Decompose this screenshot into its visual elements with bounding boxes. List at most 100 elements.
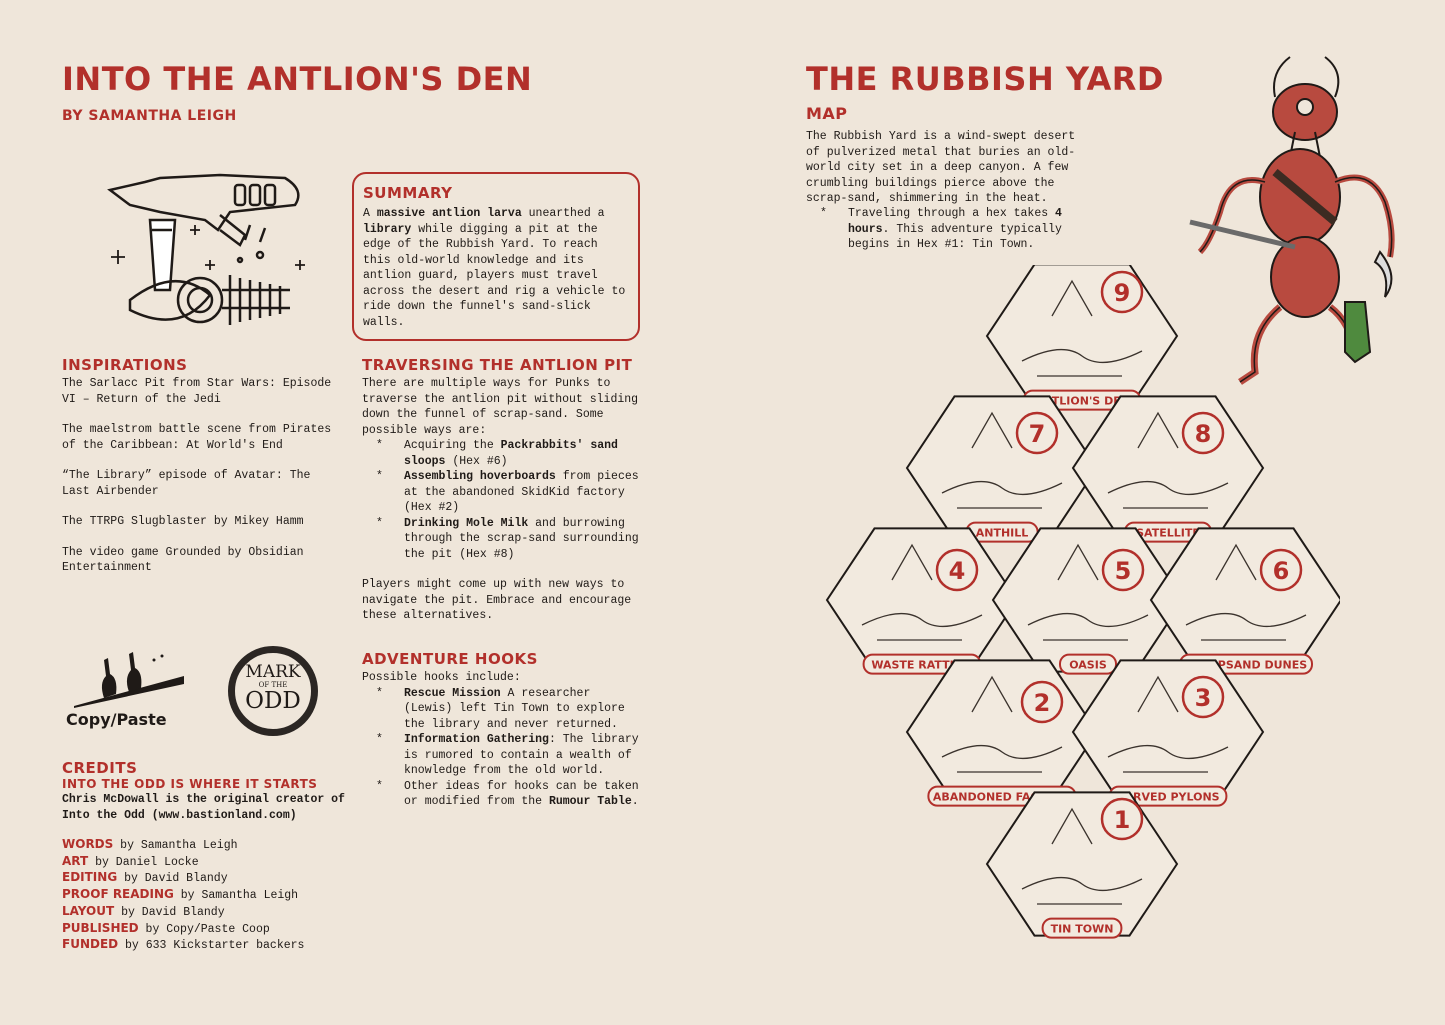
list-item: Assembling hoverboards from pieces at th… [362, 469, 640, 516]
credits-subheading: INTO THE ODD IS WHERE IT STARTS [62, 777, 318, 791]
map-bullet-list: Traveling through a hex takes 4 hours. T… [806, 206, 1076, 253]
list-item: Other ideas for hooks can be taken or mo… [362, 779, 640, 810]
hex-number: 1 [1114, 806, 1131, 834]
hex-number-badge [1181, 675, 1225, 719]
credits-heading: CREDITS [62, 759, 138, 777]
hex-outline [905, 395, 1099, 541]
hex-label: SATELLITE [1136, 527, 1200, 540]
summary-box: SUMMARY A massive antlion larva unearthe… [352, 172, 640, 341]
hex-sketch [1107, 675, 1229, 773]
credit-line: WORDS by Samantha Leigh [62, 837, 238, 852]
credits-section: CREDITS INTO THE ODD IS WHERE IT STARTS … [62, 760, 352, 954]
hooks-heading: ADVENTURE HOOKS [362, 650, 538, 668]
hex-outline [1149, 527, 1340, 673]
hex-sketch [1027, 543, 1149, 641]
inspirations-heading: INSPIRATIONS [62, 356, 188, 374]
summary-heading: SUMMARY [363, 184, 453, 202]
hex-label: ANTHILL [976, 527, 1029, 540]
credit-line: LAYOUT by David Blandy [62, 903, 225, 919]
hex-sketch [941, 675, 1063, 773]
hex-outline [825, 527, 1019, 673]
list-item: Traveling through a hex takes 4 hours. T… [806, 206, 1076, 253]
hex-label: OASIS [1069, 659, 1107, 672]
hex-sketch [1107, 411, 1229, 509]
copy-paste-wordmark: Copy/Paste [66, 710, 167, 729]
traversing-intro: There are multiple ways for Punks to tra… [362, 377, 639, 437]
credits-note: Chris McDowall is the original creator o… [62, 793, 345, 822]
hex-sketch [941, 411, 1063, 509]
inspiration-item: The Sarlacc Pit from Star Wars: Episode … [62, 377, 332, 406]
hex-number: 8 [1195, 420, 1212, 448]
hex-sketch [1021, 807, 1143, 905]
traversing-section: TRAVERSING THE ANTLION PIT There are mul… [362, 356, 640, 624]
hex-outline [905, 659, 1099, 805]
credit-line: FUNDED by 633 Kickstarter backers [62, 937, 305, 953]
page-title: INTO THE ANTLION'S DEN [62, 60, 533, 98]
map-heading: MAP [806, 104, 848, 123]
hex-label-pill [1059, 653, 1117, 675]
inspiration-item: The video game Grounded by Obsidian Ente… [62, 545, 304, 575]
hooks-list: Rescue Mission A researcher (Lewis) left… [362, 686, 640, 810]
inspirations-section: INSPIRATIONS The Sarlacc Pit from Star W… [62, 356, 342, 576]
inspiration-item: “The Library” episode of Avatar: The Las… [62, 469, 311, 498]
list-item: Rescue Mission A researcher (Lewis) left… [362, 686, 640, 733]
hex-outline [1071, 395, 1265, 541]
hooks-section: ADVENTURE HOOKS Possible hooks include: … [362, 650, 640, 810]
hex-outline [985, 265, 1179, 409]
inspiration-item: The TTRPG Slugblaster by Mikey Hamm [62, 515, 304, 528]
hooks-intro: Possible hooks include: [362, 671, 521, 684]
hex-number-badge [1100, 270, 1144, 314]
logo-text-mark: MARK [245, 662, 301, 682]
list-item: Drinking Mole Milk and burrowing through… [362, 516, 640, 563]
hex-outline [1071, 659, 1265, 805]
summary-text: A massive antlion larva unearthed a libr… [363, 207, 626, 329]
hex-sketch [1185, 543, 1307, 641]
hex-number: 2 [1034, 689, 1051, 717]
mark-of-the-odd-logo: MARK OF THE ODD [228, 646, 318, 736]
hex-number: 7 [1029, 420, 1046, 448]
traversing-heading: TRAVERSING THE ANTLION PIT [362, 356, 633, 374]
traversing-outro: Players might come up with new ways to n… [362, 578, 632, 622]
hex-number-badge [1101, 548, 1145, 592]
logo-text-odd: ODD [245, 688, 301, 714]
hex-label: ANTLION'S DEN [1034, 395, 1130, 408]
traversing-list: Acquiring the Packrabbits' sand sloops (… [362, 438, 640, 562]
map-description: The Rubbish Yard is a wind-swept desert … [806, 130, 1076, 205]
list-item: Acquiring the Packrabbits' sand sloops (… [362, 438, 640, 469]
byline: BY SAMANTHA LEIGH [62, 108, 237, 124]
credit-line: PROOF READING by Samantha Leigh [62, 887, 299, 903]
right-page-title: THE RUBBISH YARD [806, 60, 1164, 98]
hex-label: TIN TOWN [1051, 923, 1114, 936]
credit-line: ART by Daniel Locke [62, 853, 199, 869]
hex-label: CARVED PYLONS [1116, 791, 1219, 804]
hex-number-badge [1259, 548, 1303, 592]
hex-number-badge [1100, 797, 1144, 841]
hex-number: 5 [1115, 557, 1132, 585]
ray-gun-illustration [107, 173, 305, 325]
hex-number-badge [935, 548, 979, 592]
hex-label-pill [1041, 917, 1123, 939]
inspiration-item: The maelstrom battle scene from Pirates … [62, 423, 332, 452]
hex-outline [985, 791, 1179, 937]
hex-sketch [861, 543, 983, 641]
hex-number: 9 [1114, 279, 1131, 307]
list-item: Information Gathering: The library is ru… [362, 732, 640, 779]
hex-number-badge [1181, 411, 1225, 455]
hex-number: 4 [949, 557, 966, 585]
copy-paste-logo: Copy/Paste [64, 648, 189, 733]
hex-label: WASTE RATTLER [871, 659, 973, 672]
hex-sketch [1021, 279, 1143, 377]
logo-text-of-the: OF THE [258, 681, 288, 689]
hex-number-badge [1020, 680, 1064, 724]
hex-number: 3 [1195, 684, 1212, 712]
